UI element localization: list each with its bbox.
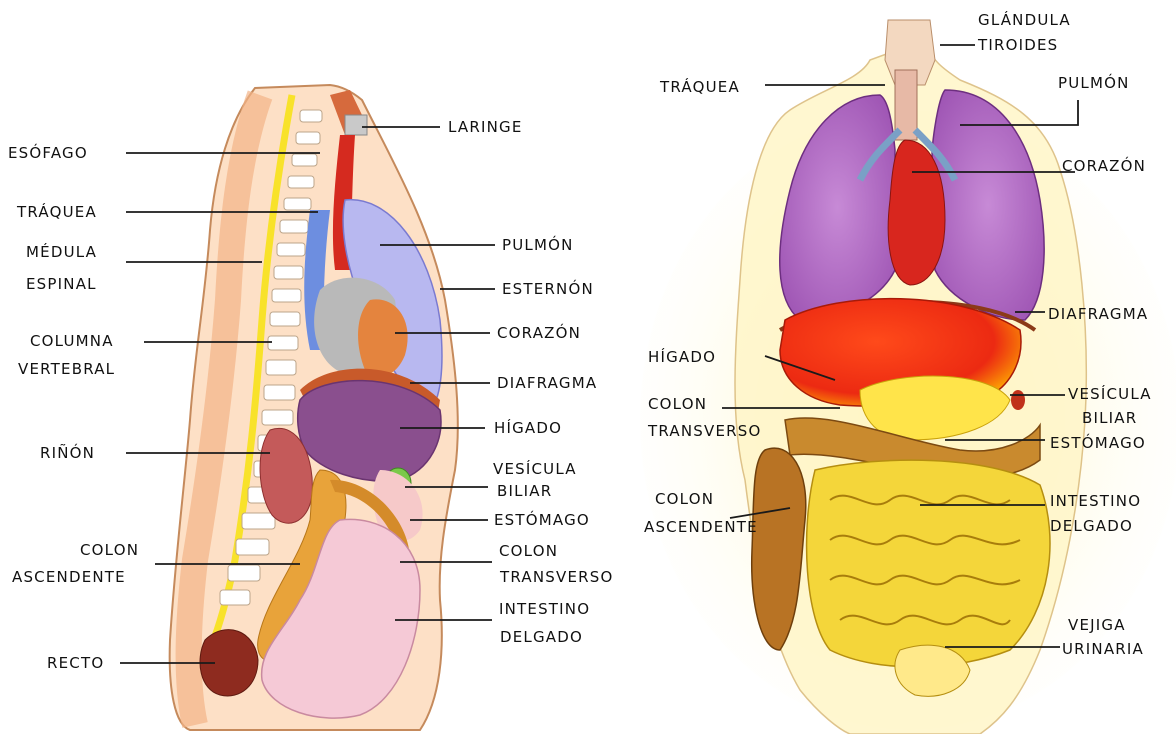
label-vesicula-left-line2: BILIAR [497, 482, 552, 500]
label-recto: RECTO [47, 654, 104, 672]
label-corazon-left: CORAZÓN [497, 324, 581, 342]
label-diafragma-left: DIAFRAGMA [497, 374, 597, 392]
label-glandula-line2: TIROIDES [978, 36, 1058, 54]
label-estomago-right: ESTÓMAGO [1050, 434, 1146, 452]
label-corazon-right: CORAZÓN [1062, 157, 1146, 175]
label-medula-line1: MÉDULA [26, 243, 97, 261]
label-vesicula-right-line2: BILIAR [1082, 409, 1137, 427]
label-esternon: ESTERNÓN [502, 280, 594, 298]
label-colon-asc-right-line1: COLON [655, 490, 714, 508]
label-higado-left: HÍGADO [494, 419, 562, 437]
label-pulmon-left: PULMÓN [502, 236, 574, 254]
label-colon-trans-right-line2: TRANSVERSO [648, 422, 761, 440]
label-intestino-right-line2: DELGADO [1050, 517, 1133, 535]
label-vesicula-left-line1: VESÍCULA [493, 460, 577, 478]
label-traquea-left: TRÁQUEA [17, 203, 97, 221]
label-traquea-right: TRÁQUEA [660, 78, 740, 96]
label-rinon: RIÑÓN [40, 444, 95, 462]
label-intestino-right-line1: INTESTINO [1050, 492, 1141, 510]
label-higado-right: HÍGADO [648, 348, 716, 366]
right-small-intestine [807, 460, 1050, 667]
label-glandula-line1: GLÁNDULA [978, 11, 1071, 29]
label-intestino-left-line1: INTESTINO [499, 600, 590, 618]
label-laringe: LARINGE [448, 118, 523, 136]
label-diafragma-right: DIAFRAGMA [1048, 305, 1148, 323]
left-figure [170, 85, 458, 730]
label-colon-asc-left-line2: ASCENDENTE [12, 568, 126, 586]
label-colon-trans-left-line1: COLON [499, 542, 558, 560]
label-intestino-left-line2: DELGADO [500, 628, 583, 646]
label-vesicula-right-line1: VESÍCULA [1068, 385, 1152, 403]
label-estomago-left: ESTÓMAGO [494, 511, 590, 529]
label-colon-asc-left-line1: COLON [80, 541, 139, 559]
label-colon-asc-right-line2: ASCENDENTE [644, 518, 758, 536]
label-columna-line2: VERTEBRAL [18, 360, 115, 378]
label-vejiga-line1: VEJIGA [1068, 616, 1126, 634]
label-colon-trans-right-line1: COLON [648, 395, 707, 413]
label-medula-line2: ESPINAL [26, 275, 97, 293]
label-colon-trans-left-line2: TRANSVERSO [500, 568, 613, 586]
label-pulmon-right: PULMÓN [1058, 74, 1130, 92]
label-esofago-left: ESÓFAGO [8, 144, 88, 162]
label-vejiga-line2: URINARIA [1062, 640, 1144, 658]
label-columna-line1: COLUMNA [30, 332, 114, 350]
